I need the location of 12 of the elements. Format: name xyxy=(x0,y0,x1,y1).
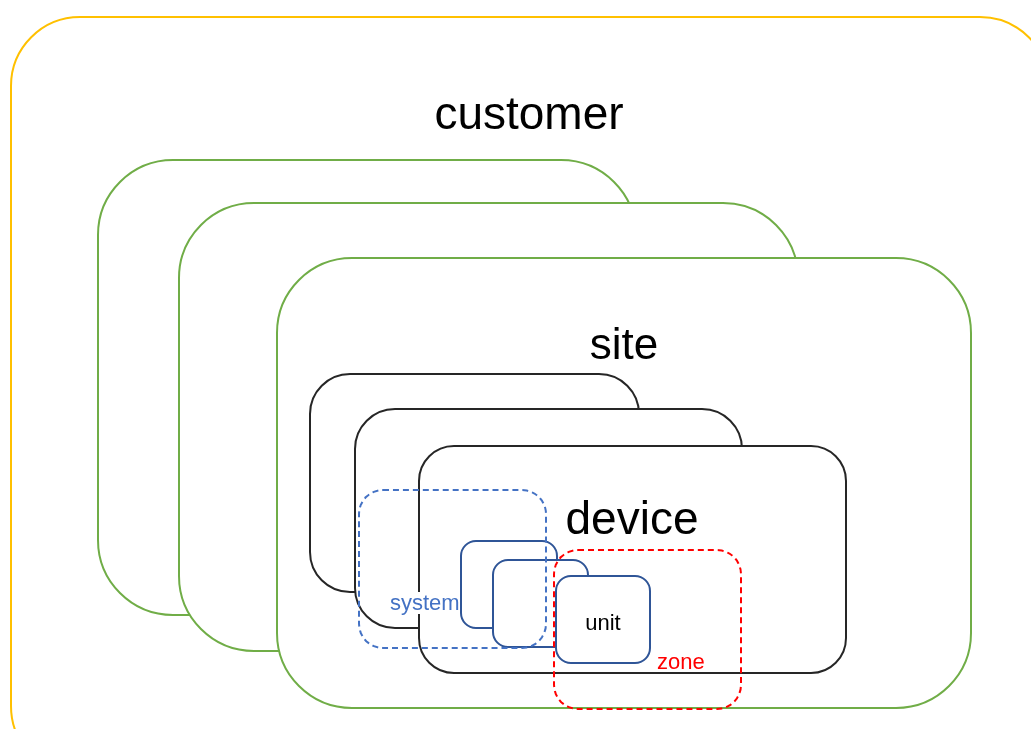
node-label: site xyxy=(589,322,659,366)
device-card-stack xyxy=(309,373,847,674)
site-card-stack xyxy=(97,159,972,709)
node-label: system xyxy=(390,592,460,614)
zone-outline xyxy=(553,549,742,710)
system-outline xyxy=(358,489,547,649)
node-label: unit xyxy=(585,612,621,634)
node-label: customer xyxy=(434,90,624,136)
node-label: device xyxy=(565,495,699,541)
customer-container xyxy=(10,16,1031,729)
unit-card-stack xyxy=(460,540,651,664)
node-label: zone xyxy=(657,651,705,673)
